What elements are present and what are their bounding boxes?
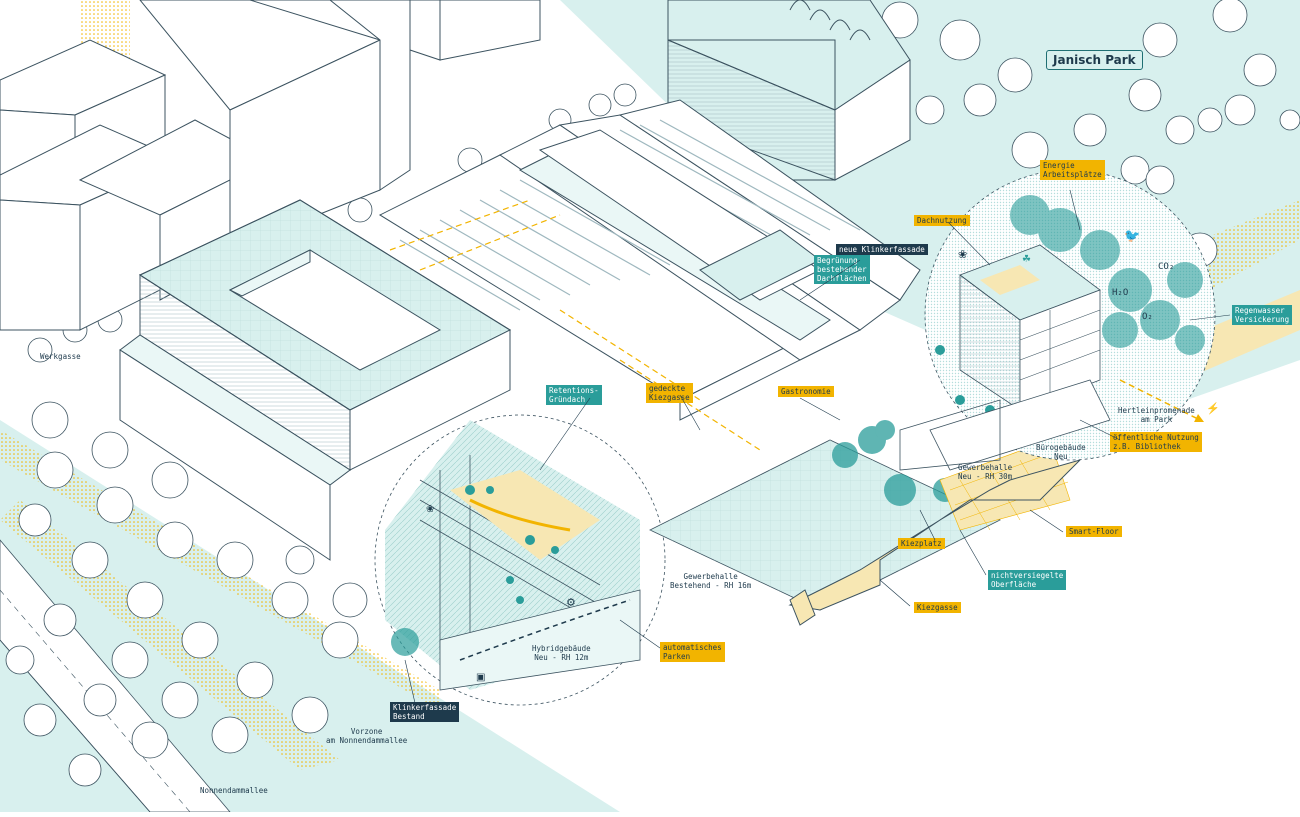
tree-cluster-park bbox=[864, 0, 1300, 268]
label-retention-line2: Gründach bbox=[549, 395, 586, 404]
label-oeffentliche-nutzung: öffentliche Nutzung z.B. Bibliothek bbox=[1110, 432, 1202, 452]
label-begruenung: Begrünung bestehender Dachflächen bbox=[814, 255, 870, 284]
park-title: Janisch Park bbox=[1046, 50, 1143, 70]
label-hertlein-line1: Hertleinpromenade bbox=[1118, 406, 1195, 415]
label-klinker-bestand-line1: Klinkerfassade bbox=[393, 703, 457, 712]
car-icon: ▣ bbox=[476, 672, 486, 683]
label-vorzone-line2: am Nonnendammallee bbox=[326, 736, 408, 745]
label-energie-line2: Arbeitsplätze bbox=[1043, 170, 1102, 179]
label-begruenung-line1: Begrünung bbox=[817, 256, 858, 265]
label-kiezplatz: Kiezplatz bbox=[898, 538, 945, 549]
label-gewerbehalle-neu: Gewerbehalle Neu - RH 30m bbox=[958, 463, 1012, 481]
label-hybrid-line2: Neu - RH 12m bbox=[534, 653, 589, 662]
ev-charging-icon: ⚡ bbox=[1206, 403, 1220, 415]
molecule-h2o: H₂O bbox=[1112, 288, 1129, 298]
label-begruenung-line2: bestehender bbox=[817, 265, 867, 274]
label-gewerbe-bestand-line1: Gewerbehalle bbox=[683, 572, 738, 581]
hybrid-building bbox=[119, 199, 512, 561]
label-hertlein-line2: am Park bbox=[1140, 415, 1173, 424]
label-werkgasse: Werkgasse bbox=[40, 352, 81, 361]
label-kiezgasse: Kiezgasse bbox=[914, 602, 961, 613]
label-begruenung-line3: Dachflächen bbox=[817, 274, 867, 283]
label-nicht-line1: nichtversiegelte bbox=[991, 571, 1064, 580]
label-gastronomie: Gastronomie bbox=[778, 386, 834, 397]
label-smart-floor: Smart-Floor bbox=[1066, 526, 1122, 537]
label-gedeckte-line2: Kiezgasse bbox=[649, 393, 690, 402]
existing-tower bbox=[667, 0, 911, 181]
label-gewerbe-neu-line1: Gewerbehalle bbox=[958, 463, 1013, 472]
bird-icon: 🐦 bbox=[1124, 228, 1141, 243]
tree-row-left bbox=[5, 83, 637, 787]
label-gedeckte-kiezgasse: gedeckte Kiezgasse bbox=[646, 383, 693, 403]
label-gewerbe-bestand-line2: Bestehend - RH 16m bbox=[670, 581, 752, 590]
butterfly-icon: ❀ bbox=[958, 249, 968, 261]
label-regenwasser: Regenwasser Versickerung bbox=[1232, 305, 1293, 325]
label-klinkerfassade-bestand: Klinkerfassade Bestand bbox=[390, 702, 460, 722]
label-dachnutzung: Dachnutzung bbox=[914, 215, 970, 226]
hybrid-cutaway-circle bbox=[374, 414, 666, 706]
plant-icon: ❀ bbox=[426, 504, 435, 515]
label-gewerbe-neu-line2: Neu - RH 30m bbox=[958, 472, 1013, 481]
label-auto-line2: Parken bbox=[663, 652, 691, 661]
label-oeffentliche-line2: z.B. Bibliothek bbox=[1113, 442, 1181, 451]
label-hybridgebaeude: Hybridgebäude Neu - RH 12m bbox=[532, 644, 591, 662]
label-retention: Retentions- Gründach bbox=[546, 385, 602, 405]
label-gedeckte-line1: gedeckte bbox=[649, 384, 686, 393]
label-neue-klinkerfassade: neue Klinkerfassade bbox=[836, 244, 928, 255]
label-gewerbehalle-bestand: Gewerbehalle Bestehend - RH 16m bbox=[670, 572, 751, 590]
label-klinker-bestand-line2: Bestand bbox=[393, 712, 425, 721]
label-regenwasser-line1: Regenwasser bbox=[1235, 306, 1285, 315]
office-cutaway-circle bbox=[924, 169, 1216, 471]
leaf-icon: ☘ bbox=[1022, 254, 1031, 265]
label-auto-line1: automatisches bbox=[663, 643, 722, 652]
label-nonnendammallee: Nonnendammallee bbox=[200, 786, 268, 795]
label-oeffentliche-line1: öffentliche Nutzung bbox=[1113, 433, 1199, 442]
label-energie: Energie Arbeitsplätze bbox=[1040, 160, 1105, 180]
label-retention-line1: Retentions- bbox=[549, 386, 599, 395]
label-vorzone: Vorzone am Nonnendammallee bbox=[326, 727, 407, 745]
label-regenwasser-line2: Versickerung bbox=[1235, 315, 1290, 324]
label-buerogebaeude: Bürogebäude Neu bbox=[1036, 443, 1086, 461]
label-nicht-line2: Oberfläche bbox=[991, 580, 1037, 589]
molecule-co2: CO₂ bbox=[1158, 262, 1175, 272]
bicycle-icon: ⚙ bbox=[566, 597, 576, 609]
label-energie-line1: Energie bbox=[1043, 161, 1075, 170]
label-buero-line2: Neu bbox=[1054, 452, 1068, 461]
label-hybrid-line1: Hybridgebäude bbox=[532, 644, 591, 653]
label-vorzone-line1: Vorzone bbox=[350, 727, 383, 736]
label-nichtversiegelt: nichtversiegelte Oberfläche bbox=[988, 570, 1067, 590]
label-hertleinpromenade: Hertleinpromenade am Park bbox=[1118, 406, 1195, 424]
label-buero-line1: Bürogebäude bbox=[1036, 443, 1086, 452]
molecule-o2: O₂ bbox=[1142, 312, 1153, 322]
label-automatisches-parken: automatisches Parken bbox=[660, 642, 725, 662]
